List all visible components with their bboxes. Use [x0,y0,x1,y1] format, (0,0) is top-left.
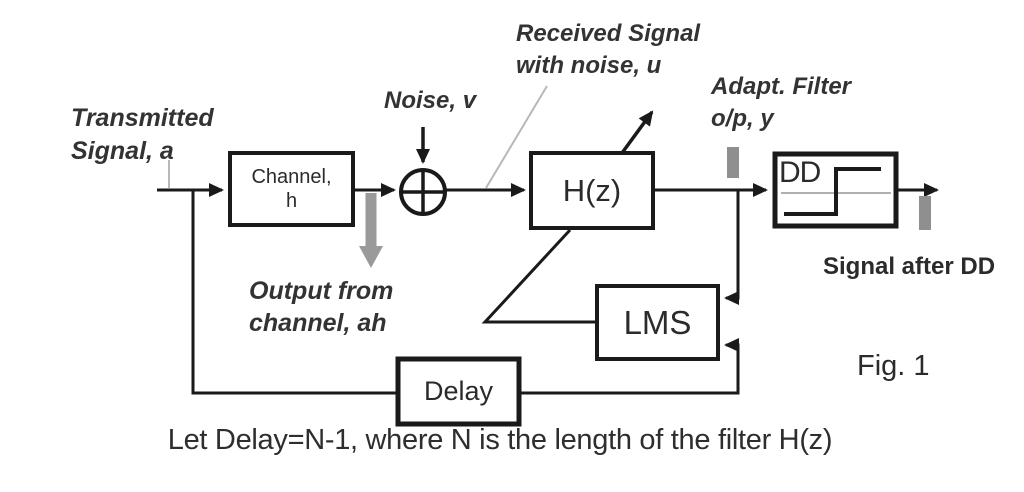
channel-label-line1: Channel, [251,166,332,188]
feedback-branch-line [191,190,398,395]
delay-to-lms-line [519,338,740,395]
error-tap-to-lms-line [724,190,740,305]
received-signal-label: Received Signal with noise, u [516,18,700,82]
noise-label: Noise, v [384,87,477,114]
channel-label-line2: h [285,190,298,212]
lms-update-line [481,228,597,324]
transmitted-signal-label: Transmitted Signal, a [71,102,214,168]
figure-caption: Let Delay=N-1, where N is the length of … [167,424,833,456]
adapt-filter-output-line1: Adapt. Filter [711,73,852,100]
transmitted-signal-line2: Signal, a [71,137,174,165]
signal-after-dd-label: Signal after DD [823,253,996,280]
adaptive-filter-block-label: H(z) [562,172,622,208]
signal-after-dd-marker [919,196,931,230]
channel-block-label: Channel, h [232,155,351,223]
dd-step-glyph [784,167,881,216]
delay-block-label: Delay [423,376,494,406]
lms-block [595,284,720,361]
adapt-filter-output-label: Adapt. Filter o/p, y [711,71,851,135]
received-signal-line2: with noise, u [516,52,662,79]
channel-output-label: Output from channel, ah [249,275,393,339]
filter-output-diagonal-arrow [620,110,654,155]
transmitted-signal-line1: Transmitted [71,104,214,132]
adaptive-filter-block [529,151,655,230]
channel-output-line2: channel, ah [249,309,387,337]
received-signal-leader [485,85,548,189]
figure-number-label: Fig. 1 [857,350,930,382]
channel-output-line1: Output from [249,277,394,305]
adapt-filter-output-line2: o/p, y [711,105,774,132]
adapt-filter-output-marker [727,147,739,178]
channel-output-arrowhead [359,246,383,268]
received-signal-line1: Received Signal [516,20,701,47]
lms-block-label: LMS [623,303,692,341]
decision-device-block-label: DD [779,156,821,189]
